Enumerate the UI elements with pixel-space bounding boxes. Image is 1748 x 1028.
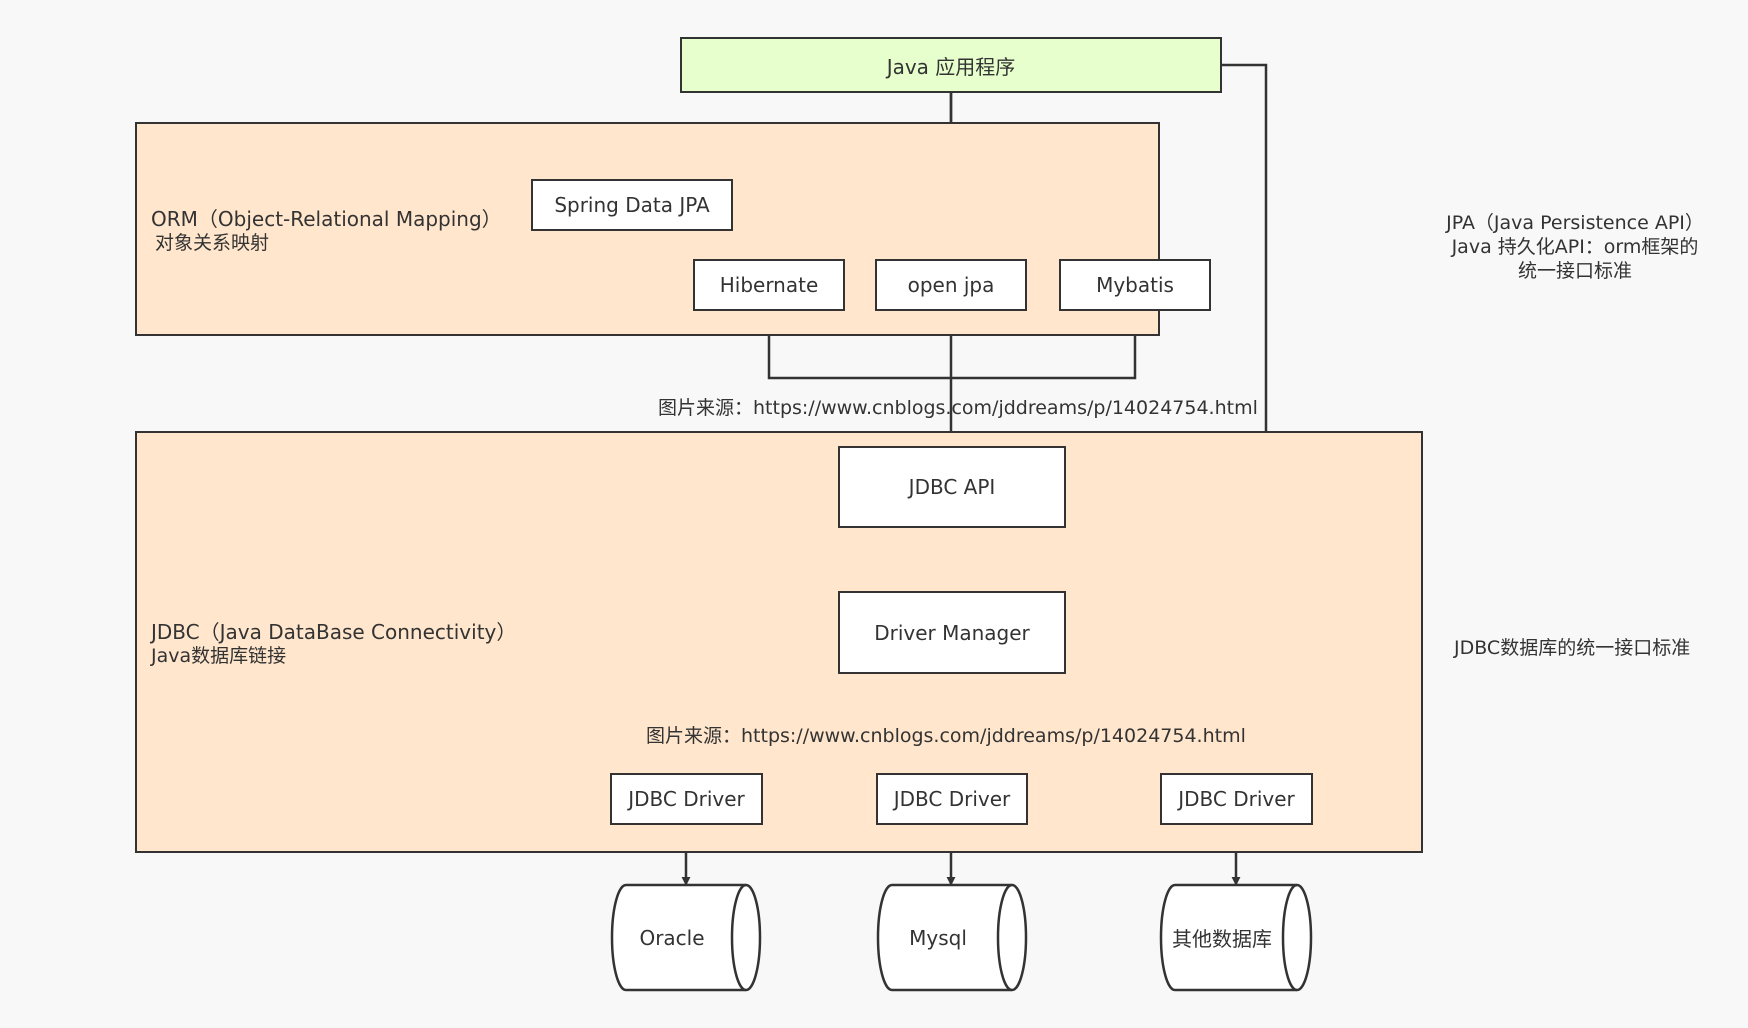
database-other-label: 其他数据库: [1172, 927, 1272, 951]
database-other-cylinder[interactable]: [1159, 883, 1313, 992]
mybatis-box[interactable]: Mybatis: [1059, 259, 1211, 311]
jpa-note-line2: Java 持久化API：orm框架的: [1451, 236, 1699, 258]
java-application-box[interactable]: Java 应用程序: [680, 37, 1222, 93]
database-mysql-cylinder[interactable]: [876, 883, 1028, 992]
jdbc-api-box[interactable]: JDBC API: [838, 446, 1066, 528]
jpa-note-line3: 统一接口标准: [1517, 260, 1632, 282]
jdbc-title: JDBC（Java DataBase Connectivity）: [151, 620, 517, 644]
orm-subtitle: 对象关系映射: [155, 232, 270, 254]
source-watermark-1: 图片来源：https://www.cnblogs.com/jddreams/p/…: [658, 397, 1258, 419]
jpa-note: JPA（Java Persistence API） Java 持久化API：or…: [1440, 211, 1710, 283]
jdbc-driver-box-oracle[interactable]: JDBC Driver: [610, 773, 763, 825]
jpa-note-line1: JPA（Java Persistence API）: [1446, 212, 1704, 234]
database-oracle-cylinder[interactable]: [610, 883, 762, 992]
hibernate-box[interactable]: Hibernate: [693, 259, 845, 311]
database-oracle-label: Oracle: [639, 925, 705, 950]
spring-data-jpa-box[interactable]: Spring Data JPA: [531, 179, 733, 231]
jdbc-note: JDBC数据库的统一接口标准: [1454, 637, 1691, 659]
database-mysql-label: Mysql: [909, 925, 967, 950]
open-jpa-box[interactable]: open jpa: [875, 259, 1027, 311]
driver-manager-box[interactable]: Driver Manager: [838, 591, 1066, 674]
jdbc-driver-box-mysql[interactable]: JDBC Driver: [876, 773, 1028, 825]
orm-title: ORM（Object-Relational Mapping）: [151, 207, 502, 231]
source-watermark-2: 图片来源：https://www.cnblogs.com/jddreams/p/…: [646, 725, 1246, 747]
jdbc-driver-box-other[interactable]: JDBC Driver: [1160, 773, 1313, 825]
jdbc-subtitle: Java数据库链接: [151, 645, 287, 667]
